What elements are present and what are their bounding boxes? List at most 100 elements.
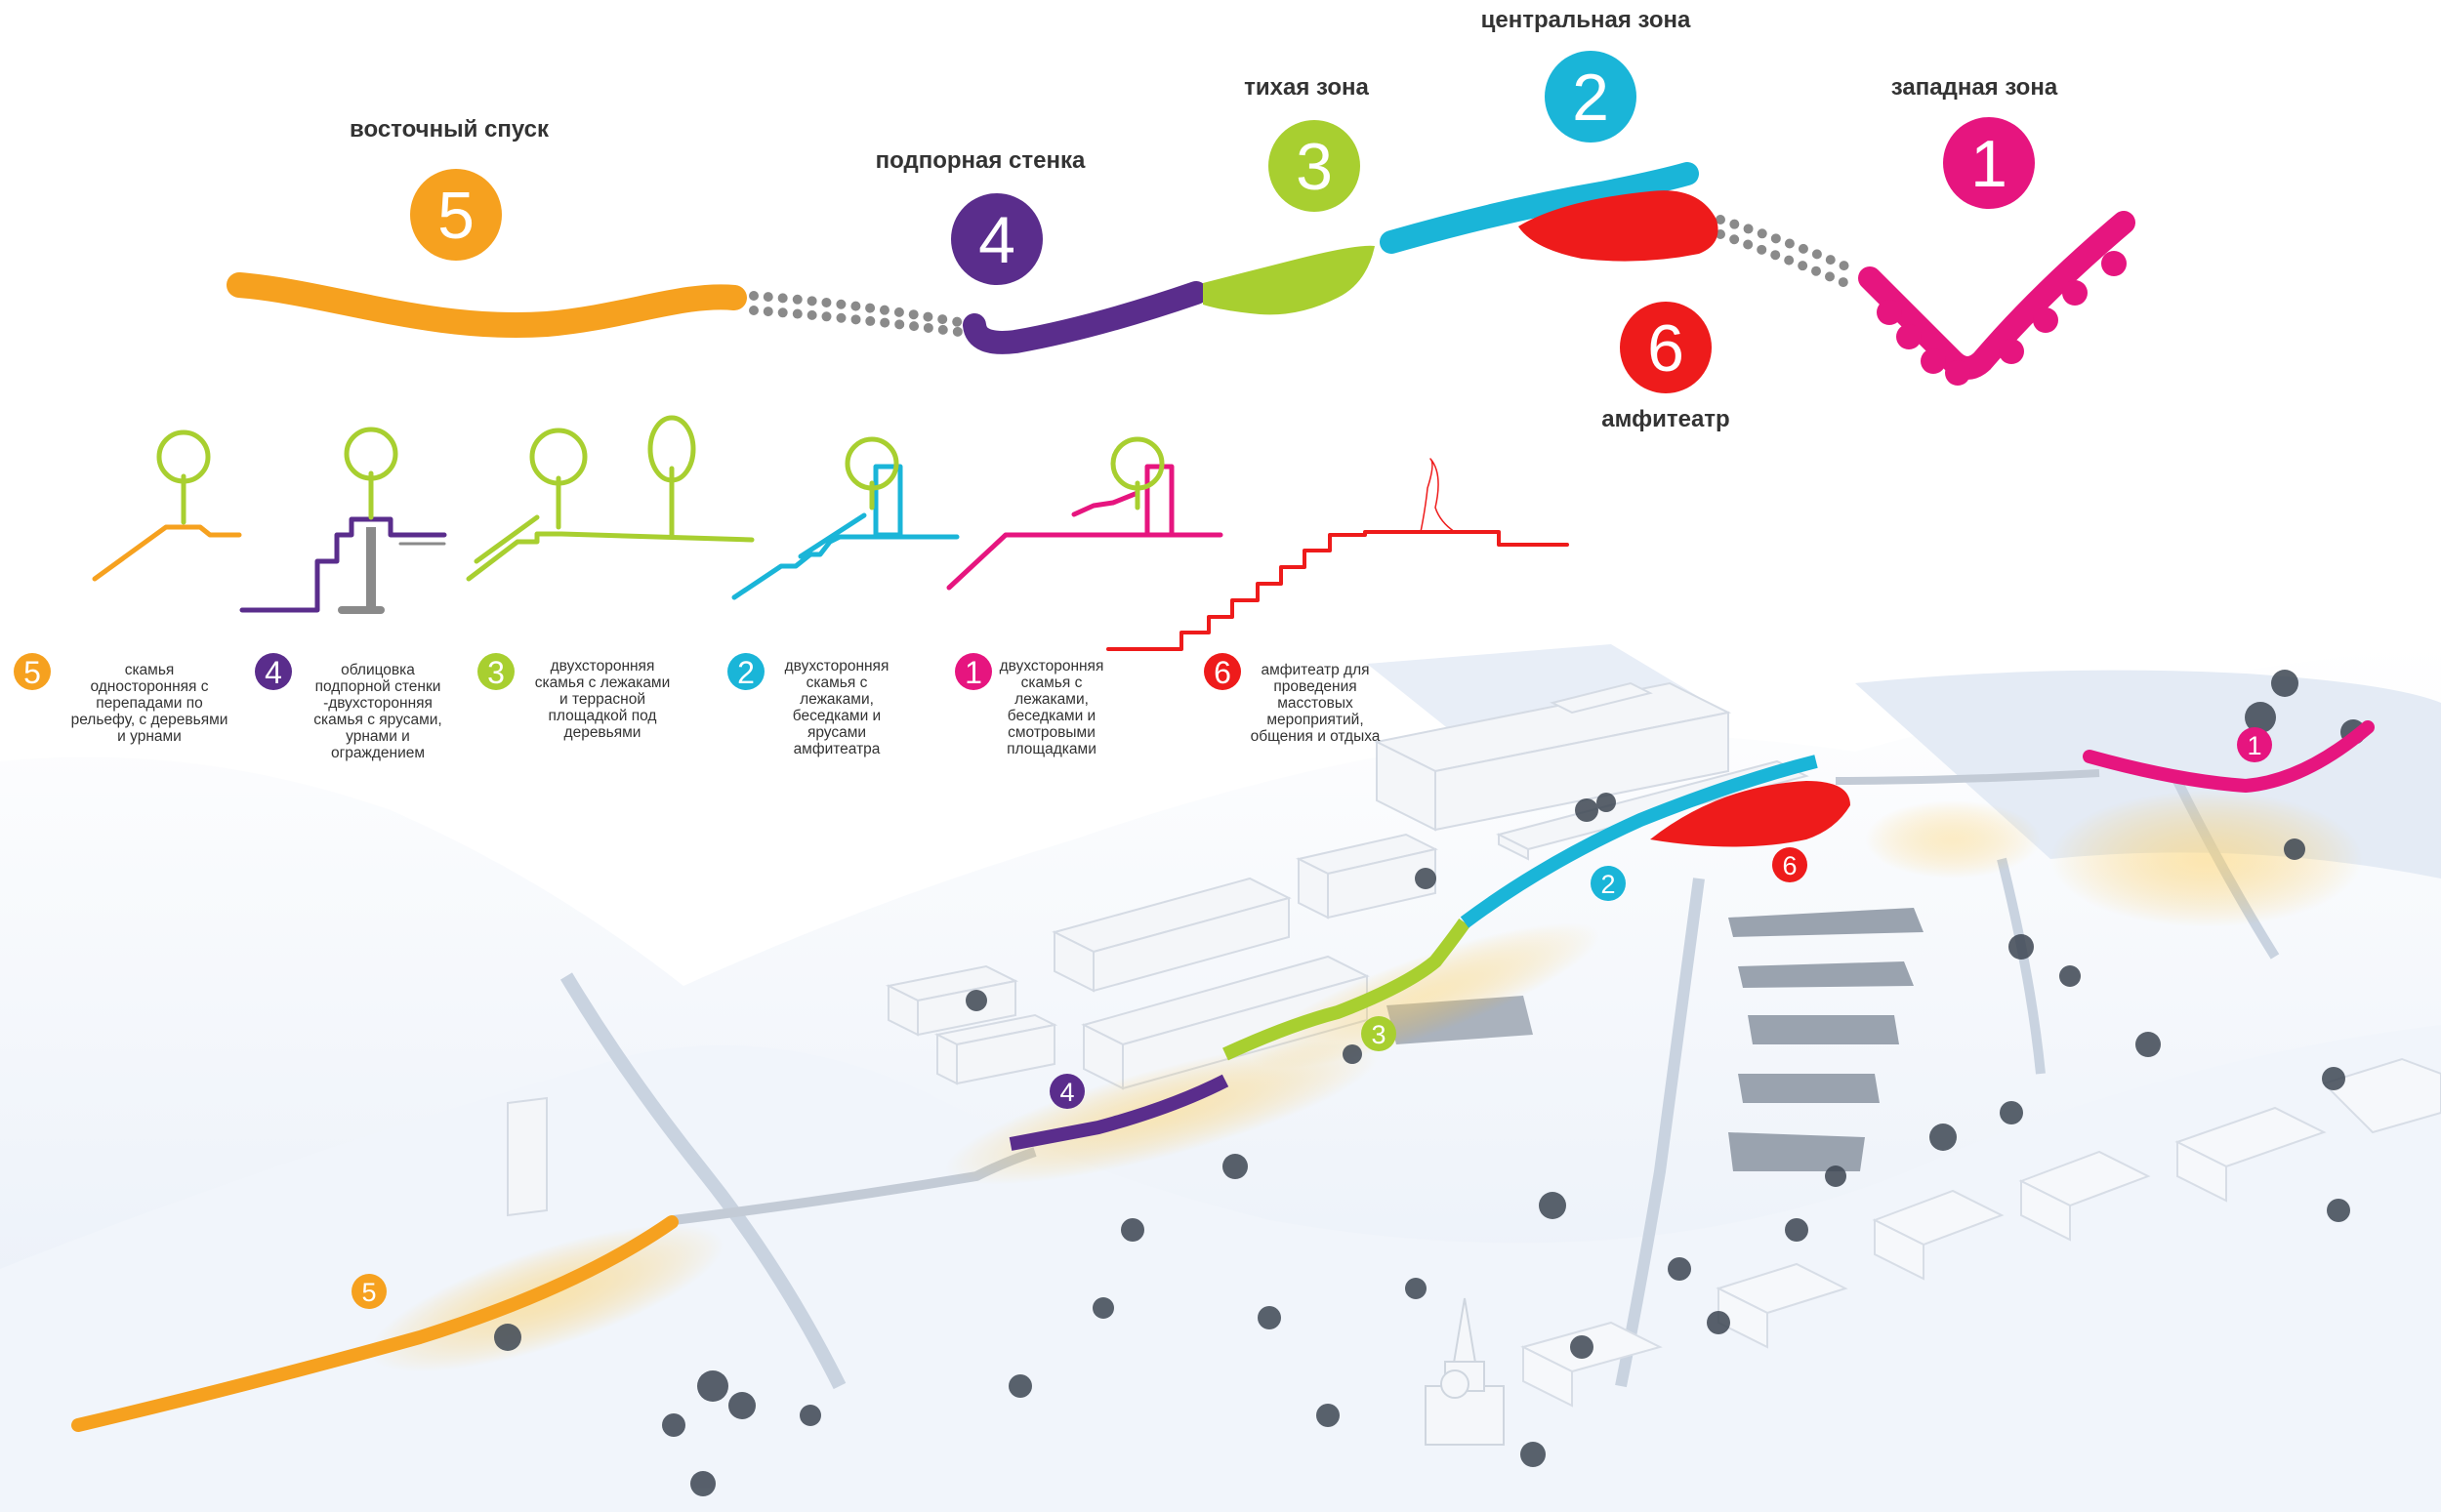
legend-line: амфитеатр для [1261, 662, 1370, 678]
section6-icon [1106, 458, 1569, 651]
svg-text:3: 3 [1371, 1020, 1386, 1049]
legend-zone4: облицовка подпорной стенки -двухстороння… [285, 662, 471, 761]
legend-line: скамья с [806, 674, 868, 691]
svg-text:6: 6 [1782, 851, 1797, 880]
svg-text:1: 1 [1970, 127, 2007, 201]
connector-6-1 [1716, 215, 1855, 273]
section4-icon [239, 427, 447, 614]
connector-6-1-lower [1716, 229, 1850, 288]
legend-zone2: двухсторонняя скамья с лежаками, беседка… [744, 658, 930, 757]
legend-line: общения и отдыха [1250, 728, 1381, 745]
map-zone1-line [2083, 720, 2375, 794]
map-badge-2: 2 [1591, 866, 1626, 901]
legend-line: перепадами по [96, 695, 203, 712]
legend-line: облицовка [341, 662, 415, 678]
legend-badge-3: 3 [477, 653, 515, 690]
legend-zone1: двухсторонняя скамья с лежаками, беседка… [959, 658, 1144, 757]
svg-text:5: 5 [361, 1278, 376, 1307]
legend-line: лежаками, [800, 691, 874, 708]
church [1425, 1297, 1505, 1446]
legend-line: смотровыми [1008, 724, 1096, 741]
buildings-upper [507, 681, 1809, 1217]
svg-text:2: 2 [1572, 61, 1609, 135]
zone3-badge: 3 [1268, 120, 1360, 212]
map-zone5-line [71, 1215, 679, 1432]
section2-icon [731, 436, 960, 600]
legend-line: проведения [1273, 678, 1357, 695]
legend-line: двухсторонняя [784, 658, 890, 674]
svg-text:1: 1 [965, 655, 982, 690]
svg-text:5: 5 [23, 655, 41, 690]
svg-text:4: 4 [265, 655, 282, 690]
legend-line: площадкой под [548, 708, 657, 724]
zone3-title: тихая зона [1244, 74, 1369, 101]
map-badge-5: 5 [352, 1274, 387, 1309]
map-zone2-line [1460, 755, 1818, 928]
map-zone4-line [1009, 1074, 1229, 1151]
legend-badge-4: 4 [255, 653, 292, 690]
zone4-badge: 4 [951, 193, 1043, 285]
zone6-shape [1518, 190, 1718, 262]
svg-text:5: 5 [437, 179, 475, 253]
zone2-badge: 2 [1545, 51, 1636, 143]
map-badge-6: 6 [1772, 847, 1807, 882]
legend-line: площадками [1007, 741, 1096, 757]
zone1-title: западная зона [1891, 74, 2058, 101]
svg-text:3: 3 [487, 655, 505, 690]
legend-line: и террасной [559, 691, 645, 708]
legend-line: двухсторонняя [550, 658, 655, 674]
section3-icon [466, 415, 755, 582]
zone1-shape [1858, 211, 2135, 386]
zone5-badge: 5 [410, 169, 502, 261]
legend-zone3: двухсторонняя скамья с лежаками и террас… [510, 658, 695, 741]
section1-icon [946, 436, 1223, 591]
map-badge-4: 4 [1050, 1074, 1085, 1109]
map-badge-1: 1 [2237, 727, 2272, 762]
zone4-line [963, 281, 1208, 354]
legend-badge-5: 5 [14, 653, 51, 690]
trees [494, 670, 2366, 1496]
legend-line: скамья [124, 662, 175, 678]
section-icons [92, 415, 1569, 651]
zone-scheme: восточный спуск подпорная стенка тихая з… [227, 7, 2135, 432]
legend-line: рельефу, с деревьями [70, 712, 228, 728]
legend-line: односторонняя с [90, 678, 209, 695]
legend-line: урнами и [346, 728, 410, 745]
legend-line: подпорной стенки [314, 678, 441, 695]
zone2-title: центральная зона [1481, 7, 1691, 33]
zone5-title: восточный спуск [350, 116, 550, 143]
legend-line: беседками и [1007, 708, 1096, 724]
svg-text:2: 2 [737, 655, 755, 690]
legend-line: скамья с ярусами, [313, 712, 442, 728]
legend-badges: 5 4 3 2 1 6 [14, 653, 1241, 690]
svg-text:3: 3 [1296, 130, 1333, 204]
aerial-map: 5 4 3 2 6 1 [0, 644, 2441, 1512]
zone4-title: подпорная стенка [876, 147, 1086, 174]
svg-text:6: 6 [1214, 655, 1231, 690]
zone3-shape [1203, 245, 1375, 315]
legend-line: ярусами [807, 724, 867, 741]
legend-line: скамья с лежаками [534, 674, 671, 691]
legend-line: лежаками, [1014, 691, 1089, 708]
svg-text:2: 2 [1600, 870, 1615, 899]
map-zone6-shape [1650, 781, 1850, 847]
legend-line: скамья с [1020, 674, 1083, 691]
map-zone3-line [1222, 918, 1470, 1061]
legend-line: и урнами [117, 728, 182, 745]
legend-line: деревьями [563, 724, 641, 741]
svg-text:6: 6 [1647, 311, 1684, 386]
zone2-line [1380, 162, 1699, 254]
legend-badge-1: 1 [955, 653, 992, 690]
zone5-line [227, 272, 747, 338]
svg-text:4: 4 [978, 203, 1015, 277]
zone6-title: амфитеатр [1601, 406, 1729, 432]
legend-line: амфитеатра [793, 741, 881, 757]
legend-line: двухсторонняя [999, 658, 1104, 674]
svg-text:4: 4 [1059, 1078, 1074, 1107]
legend-line: мероприятий, [1266, 712, 1364, 728]
connector-4-5-lower [749, 306, 964, 337]
legend-line: -двухсторонняя [323, 695, 433, 712]
zone6-badge: 6 [1620, 302, 1712, 393]
legend-zone6: амфитеатр для проведения масстовых мероп… [1222, 662, 1408, 745]
